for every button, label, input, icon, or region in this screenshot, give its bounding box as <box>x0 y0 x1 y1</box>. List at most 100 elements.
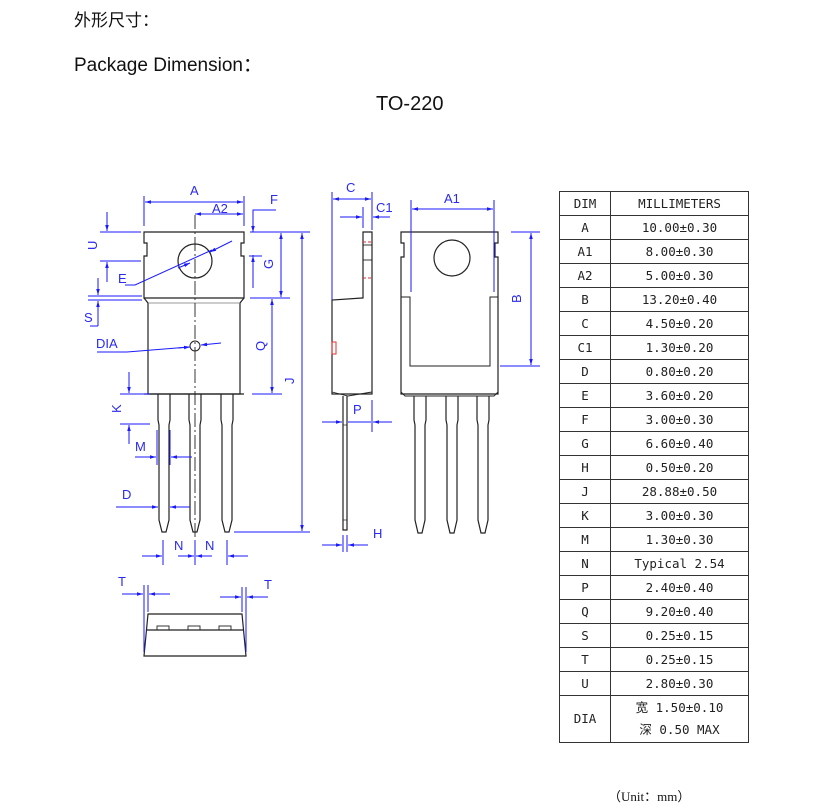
value-cell: 宽 1.50±0.10 深 0.50 MAX <box>610 695 749 743</box>
dim-cell: S <box>559 623 611 648</box>
label-h: H <box>373 526 382 541</box>
value-cell: 10.00±0.30 <box>610 215 749 240</box>
dim-cell: U <box>559 671 611 696</box>
dim-cell: P <box>559 575 611 600</box>
dim-cell: N <box>559 551 611 576</box>
label-e: E <box>118 271 127 286</box>
value-cell: 28.88±0.50 <box>610 479 749 504</box>
side-dimensions <box>322 192 392 552</box>
dia-hole <box>189 340 201 352</box>
bottom-dimensions <box>122 585 268 652</box>
dim-cell: T <box>559 647 611 672</box>
label-c1: C1 <box>376 200 393 215</box>
dim-cell: D <box>559 359 611 384</box>
dim-cell: J <box>559 479 611 504</box>
front-body-outline <box>143 297 245 395</box>
value-cell: 1.30±0.30 <box>610 527 749 552</box>
back-leads <box>413 396 490 534</box>
label-b: B <box>509 294 524 303</box>
label-dia: DIA <box>96 336 118 351</box>
label-n1: N <box>174 538 183 553</box>
value-cell: 3.00±0.30 <box>610 503 749 528</box>
side-highlights <box>331 241 372 355</box>
dim-cell: H <box>559 455 611 480</box>
label-q: Q <box>253 341 268 351</box>
bottom-view <box>143 613 247 657</box>
value-cell: 6.60±0.40 <box>610 431 749 456</box>
value-cell: 13.20±0.40 <box>610 287 749 312</box>
value-cell: 0.25±0.15 <box>610 623 749 648</box>
dim-cell: C1 <box>559 335 611 360</box>
label-p: P <box>353 402 362 417</box>
value-cell: 0.50±0.20 <box>610 455 749 480</box>
label-t-right: T <box>264 577 272 592</box>
front-leads <box>157 394 234 533</box>
back-view <box>400 231 499 534</box>
label-g: G <box>261 259 276 269</box>
label-m: M <box>135 439 146 454</box>
heading-english: Package Dimension： <box>74 55 262 76</box>
label-u: U <box>85 241 100 250</box>
table-row-dia: DIA 宽 1.50±0.10 深 0.50 MAX <box>559 695 749 743</box>
package-name: TO-220 <box>376 93 444 115</box>
heading-chinese: 外形尺寸： <box>74 11 159 31</box>
value-cell: 3.00±0.30 <box>610 407 749 432</box>
back-mounting-hole <box>433 239 471 277</box>
value-cell: 0.80±0.20 <box>610 359 749 384</box>
value-cell: 5.00±0.30 <box>610 263 749 288</box>
dia-width-value: 宽 1.50±0.10 <box>635 700 724 715</box>
label-a2: A2 <box>212 201 228 216</box>
label-k: K <box>109 404 124 413</box>
value-cell: 8.00±0.30 <box>610 239 749 264</box>
value-cell: 9.20±0.40 <box>610 599 749 624</box>
front-view <box>143 215 245 545</box>
dim-cell: F <box>559 407 611 432</box>
value-cell: 1.30±0.20 <box>610 335 749 360</box>
label-a1: A1 <box>444 191 460 206</box>
label-n2: N <box>205 538 214 553</box>
value-cell: 2.80±0.30 <box>610 671 749 696</box>
label-t-left: T <box>118 574 126 589</box>
side-view <box>331 231 373 531</box>
label-s: S <box>84 310 93 325</box>
value-cell: 0.25±0.15 <box>610 647 749 672</box>
dim-cell: M <box>559 527 611 552</box>
front-tab-outline <box>143 231 245 299</box>
dim-cell: A2 <box>559 263 611 288</box>
dim-cell: C <box>559 311 611 336</box>
label-j: J <box>282 378 297 385</box>
value-cell: 2.40±0.40 <box>610 575 749 600</box>
dim-cell: A <box>559 215 611 240</box>
front-dimensions <box>88 196 310 565</box>
dim-cell: DIA <box>559 695 611 743</box>
label-f: F <box>270 192 278 207</box>
dim-cell: K <box>559 503 611 528</box>
back-dimensions <box>410 200 540 367</box>
label-d: D <box>122 487 131 502</box>
dia-depth-value: 深 0.50 MAX <box>639 722 720 737</box>
value-cell: Typical 2.54 <box>610 551 749 576</box>
dim-cell: G <box>559 431 611 456</box>
header-millimeters: MILLIMETERS <box>610 191 749 216</box>
value-cell: 3.60±0.20 <box>610 383 749 408</box>
